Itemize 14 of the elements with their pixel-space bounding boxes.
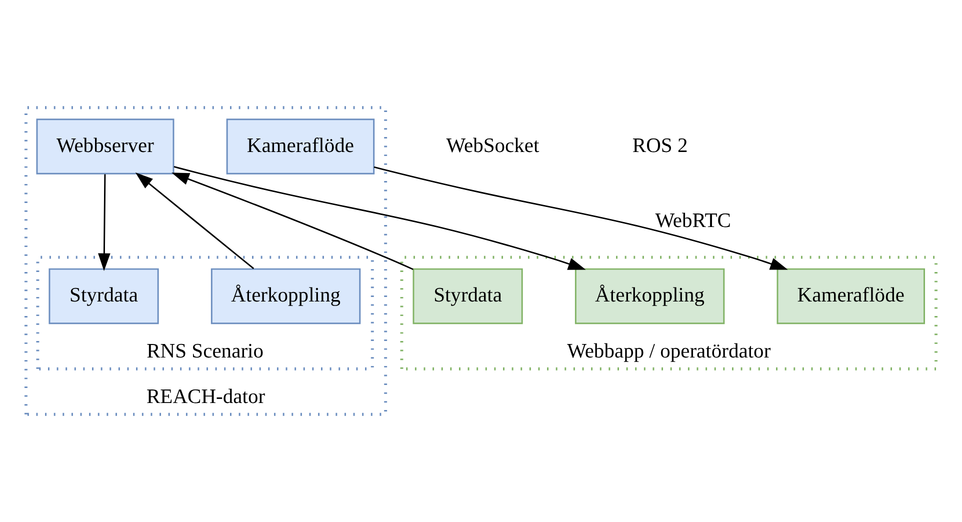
edge-label: WebRTC — [655, 210, 732, 232]
arrow — [374, 166, 788, 270]
node-box: Styrdata — [48, 268, 159, 324]
node-box: Kameraflöde — [226, 118, 375, 174]
node-box: Kameraflöde — [776, 268, 926, 324]
label: WebSocket — [446, 134, 540, 157]
node-box: Webbserver — [36, 118, 174, 174]
arrow — [174, 166, 586, 270]
node-box: Återkoppling — [574, 268, 725, 324]
node-box: Styrdata — [412, 268, 523, 324]
node-box: Återkoppling — [210, 268, 361, 324]
arrow — [172, 172, 414, 270]
arrow — [98, 174, 110, 271]
label: ROS 2 — [632, 134, 688, 157]
